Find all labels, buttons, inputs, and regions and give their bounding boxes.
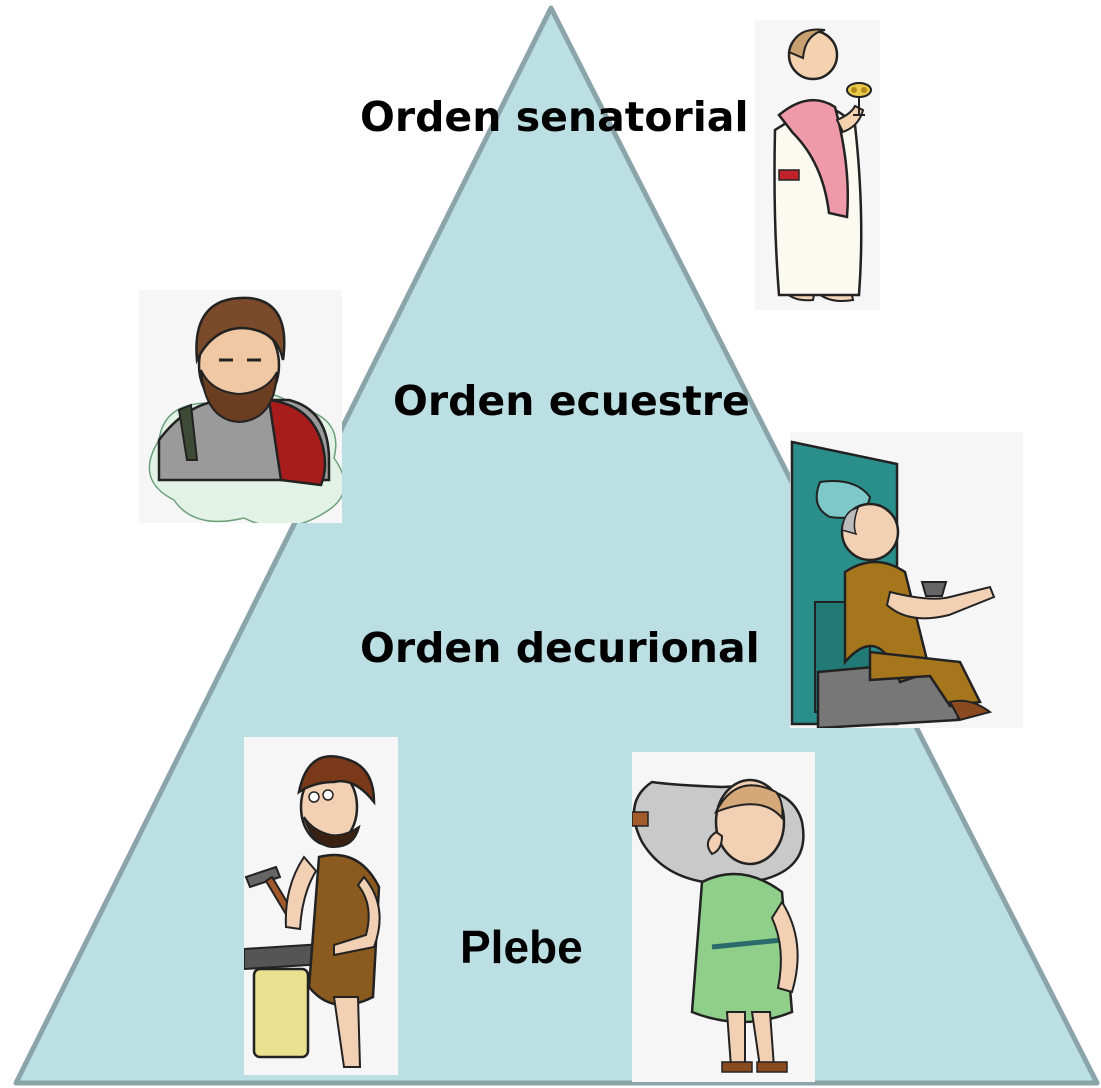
blacksmith-figure-icon xyxy=(244,737,398,1075)
decurion-seated-icon xyxy=(790,432,1023,728)
level-label-plebe: Plebe xyxy=(460,921,583,973)
porter-amphora-icon xyxy=(632,752,815,1082)
knight-bust-icon xyxy=(139,290,342,523)
level-label-decurional: Orden decurional xyxy=(360,624,760,672)
senator-figure-icon xyxy=(755,20,880,310)
level-label-senatorial: Orden senatorial xyxy=(360,93,749,141)
level-label-ecuestre: Orden ecuestre xyxy=(393,377,750,425)
